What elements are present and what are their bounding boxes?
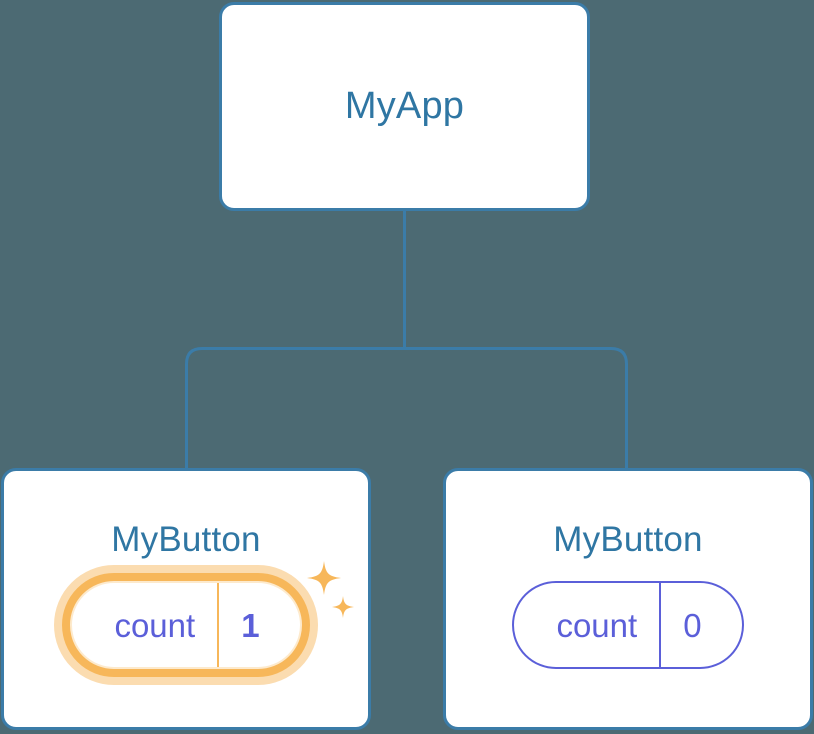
component-node-title: MyButton [553,520,703,559]
state-pill-row: count 0 [446,581,810,669]
highlight-ring [62,573,310,677]
state-value-label: 0 [659,583,741,667]
state-key-label: count [114,606,196,644]
state-pill-plain[interactable]: count 0 [512,581,744,669]
component-node-mybutton-right[interactable]: MyButton count 0 [443,468,813,730]
state-pill[interactable]: count 1 [70,581,302,669]
component-node-title: MyApp [344,85,465,127]
component-node-title: MyButton [111,520,261,559]
component-node-mybutton-left[interactable]: MyButton count 1 [1,468,371,730]
state-pill[interactable]: count 0 [512,581,744,669]
state-key-label: count [556,606,638,644]
state-pill-row: count 1 [4,561,368,685]
connector-branch-bar [185,347,628,469]
component-node-myapp[interactable]: MyApp [219,2,590,211]
state-pill-highlighted[interactable]: count 1 [54,561,354,685]
state-value-label: 1 [217,583,299,667]
